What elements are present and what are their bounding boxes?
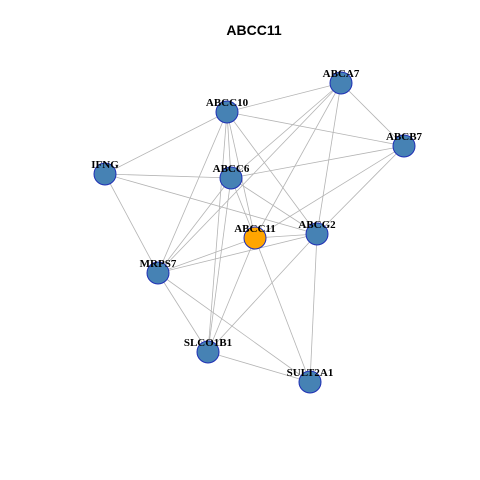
edge-mrps7-slco1b1 — [157, 272, 209, 353]
node-label-sult2a1: SULT2A1 — [287, 367, 334, 379]
node-abca7 — [329, 71, 353, 95]
edge-abcc10-abcb7 — [226, 111, 405, 147]
edge-abca7-mrps7 — [157, 82, 342, 274]
edge-mrps7-sult2a1 — [157, 272, 311, 383]
node-slco1b1 — [196, 340, 220, 364]
edge-ifng-abcc6 — [104, 173, 232, 179]
edge-abca7-abcc10 — [226, 82, 342, 113]
node-label-abcc10: ABCC10 — [206, 97, 249, 109]
node-label-slco1b1: SLCO1B1 — [184, 337, 232, 349]
edge-abcb7-abcc6 — [230, 145, 405, 179]
edge-abcg2-sult2a1 — [309, 233, 318, 383]
node-label-abcb7: ABCB7 — [386, 131, 423, 143]
edge-abcg2-slco1b1 — [207, 233, 318, 353]
node-ifng — [93, 162, 117, 186]
edge-abcc10-abcg2 — [226, 111, 318, 235]
edge-abcc10-slco1b1 — [207, 111, 228, 353]
node-abcb7 — [392, 134, 416, 158]
node-label-abcc11: ABCC11 — [234, 223, 276, 235]
edge-abcc11-sult2a1 — [254, 237, 311, 383]
edge-abca7-abcc11 — [254, 82, 342, 239]
edge-abcg2-mrps7 — [157, 233, 318, 274]
edge-abca7-abcc6 — [230, 82, 342, 179]
edge-layer — [104, 82, 405, 383]
node-label-ifng: IFNG — [91, 159, 119, 171]
node-label-abcc6: ABCC6 — [213, 163, 250, 175]
edge-abcc6-slco1b1 — [207, 177, 232, 353]
node-label-abca7: ABCA7 — [323, 68, 360, 80]
node-sult2a1 — [298, 370, 322, 394]
edge-abcc10-ifng — [104, 111, 228, 175]
edge-abcb7-abcg2 — [316, 145, 405, 235]
node-layer — [93, 71, 416, 394]
edge-abcc11-slco1b1 — [207, 237, 256, 353]
node-abcc6 — [219, 166, 243, 190]
graph-title: ABCC11 — [226, 22, 281, 38]
node-abcc10 — [215, 100, 239, 124]
edge-abcc10-mrps7 — [157, 111, 228, 274]
node-abcc11 — [243, 226, 267, 250]
edge-abca7-abcg2 — [316, 82, 342, 235]
node-abcg2 — [305, 222, 329, 246]
edge-abcc11-mrps7 — [157, 237, 256, 274]
node-label-abcg2: ABCG2 — [298, 219, 336, 231]
node-label-mrps7: MRPS7 — [140, 258, 177, 270]
edge-ifng-mrps7 — [104, 173, 159, 274]
edge-abca7-abcb7 — [340, 82, 405, 147]
edge-abcc6-abcg2 — [230, 177, 318, 235]
node-mrps7 — [146, 261, 170, 285]
edge-slco1b1-sult2a1 — [207, 351, 311, 383]
edge-abcb7-abcc11 — [254, 145, 405, 239]
edge-abcc6-mrps7 — [157, 177, 232, 274]
